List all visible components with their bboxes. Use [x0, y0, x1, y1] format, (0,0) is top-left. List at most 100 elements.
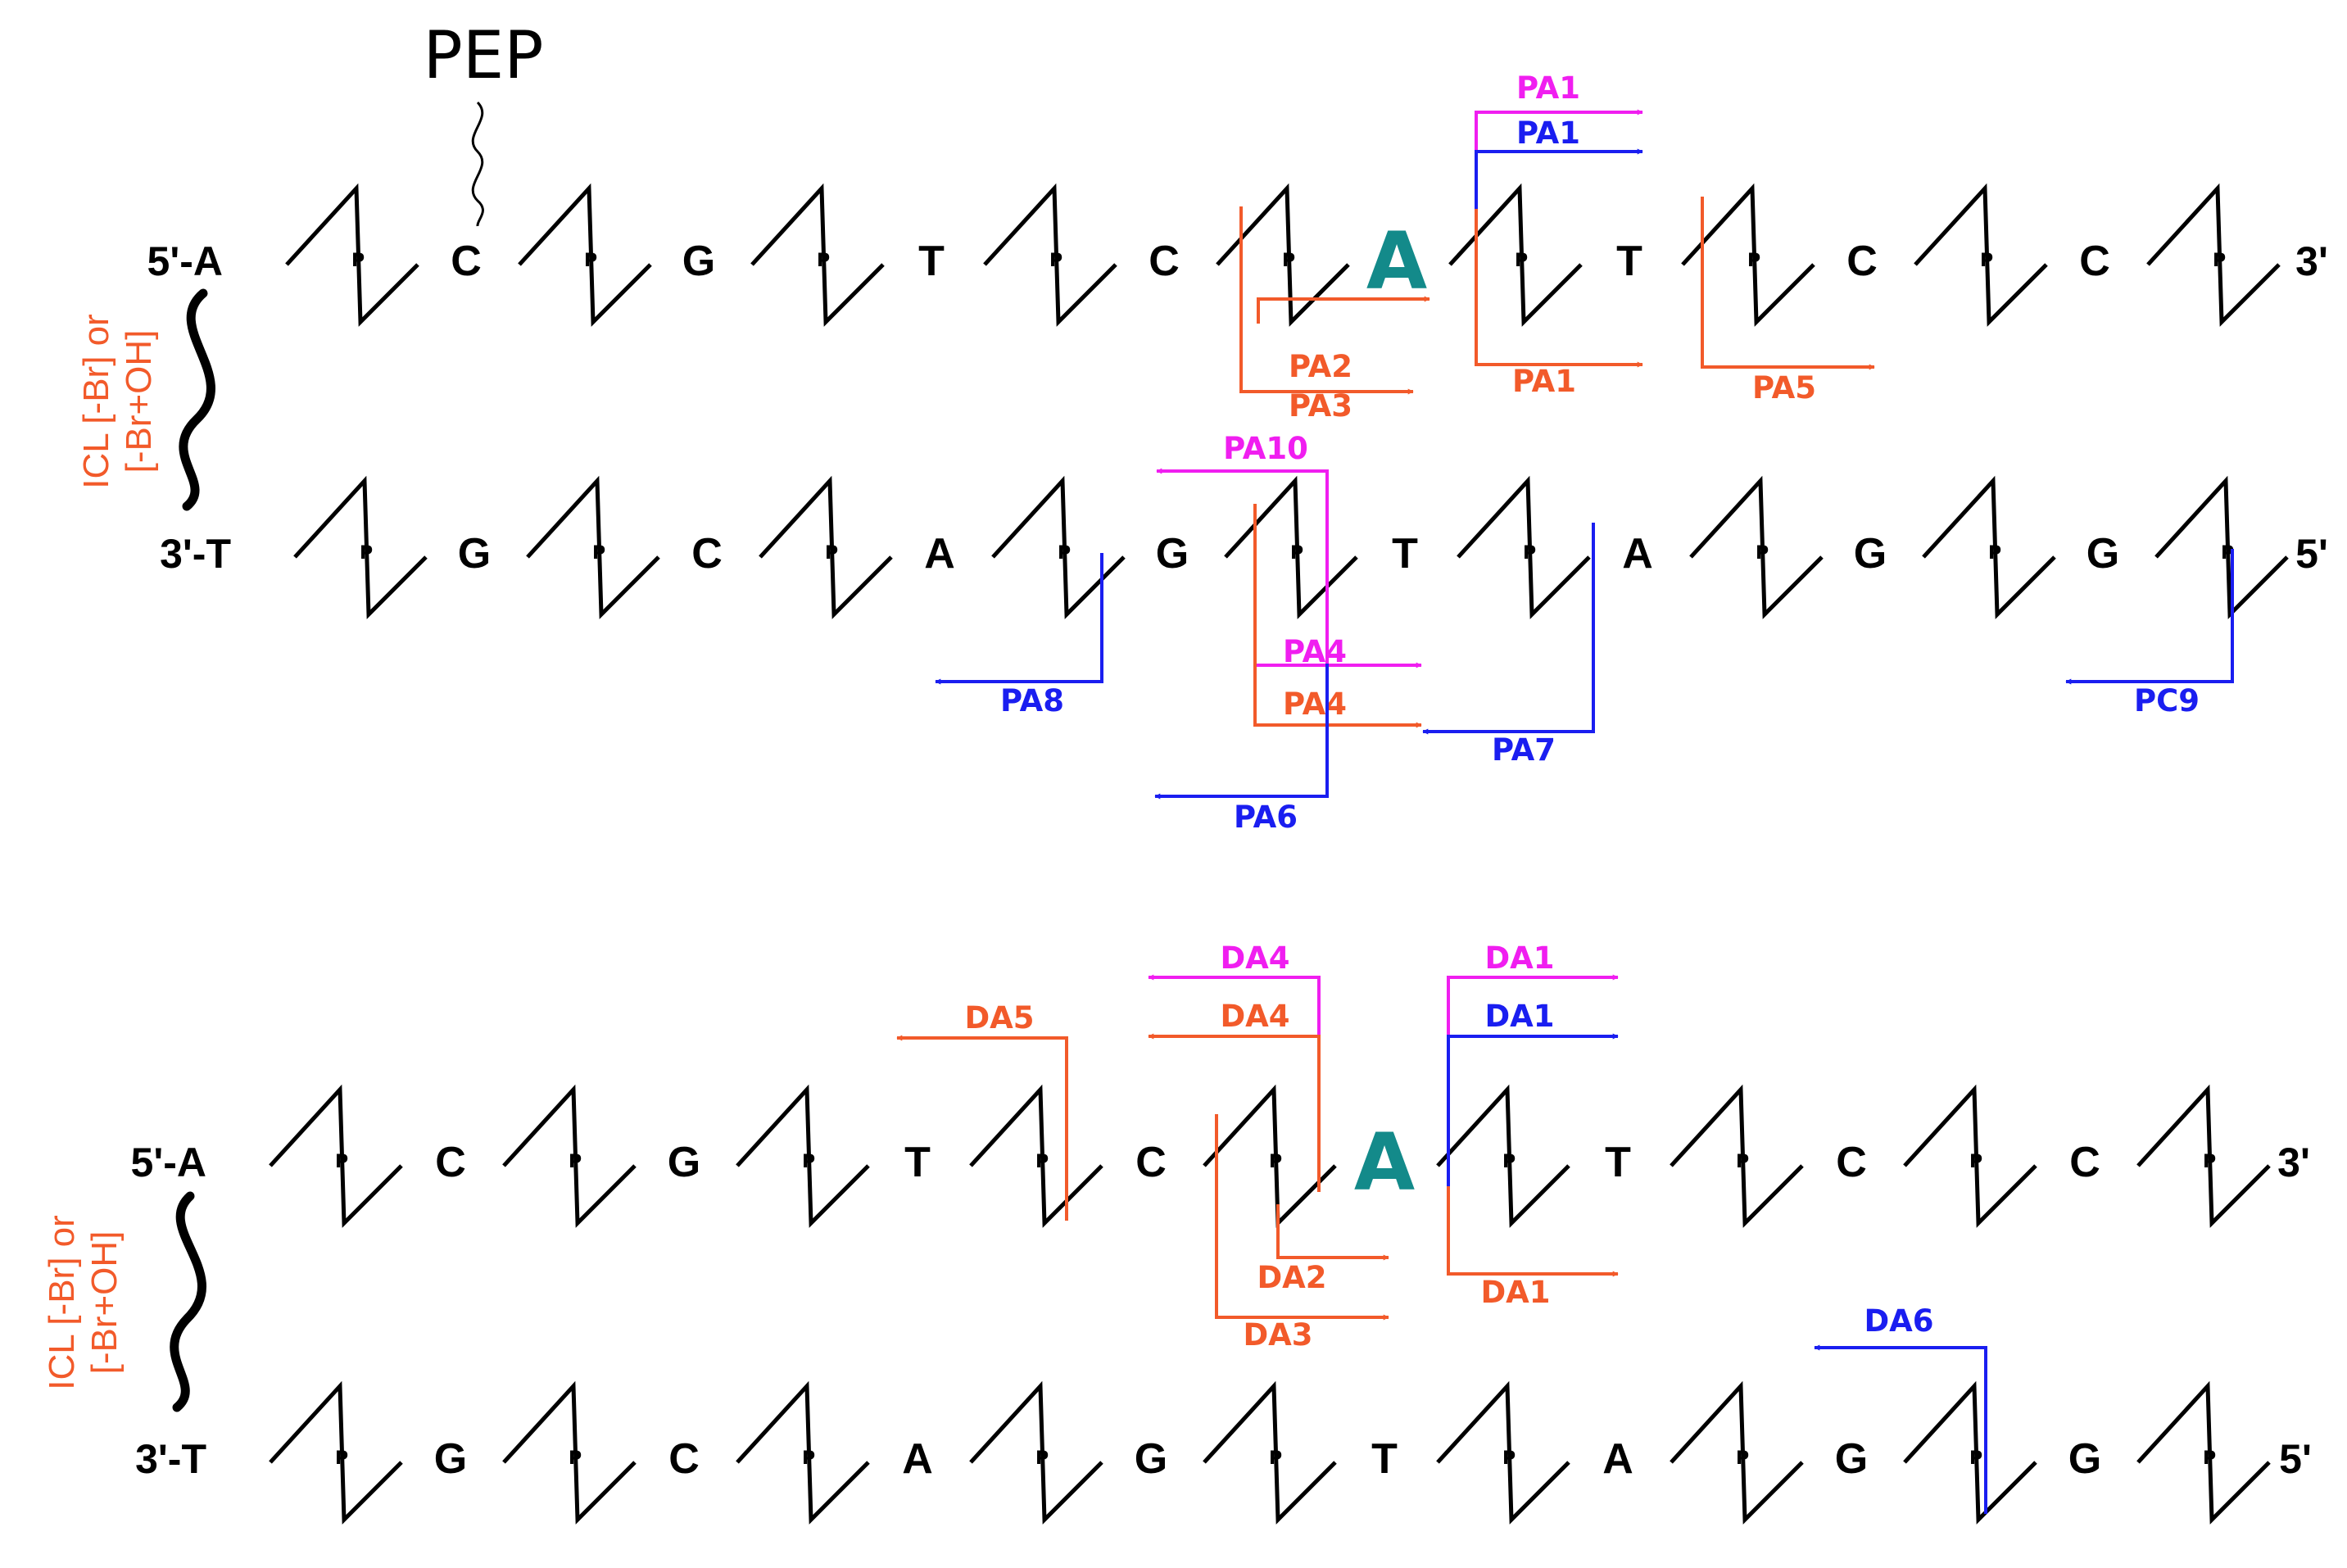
phosphate-label: P [1736, 1152, 1749, 1172]
nucleotide-base: G [434, 1435, 467, 1483]
nucleotide-base: T [1616, 238, 1642, 285]
nucleotide-base: T [1371, 1435, 1398, 1483]
primer-pa6-blue: PA6 [1154, 664, 1329, 835]
phosphate-linkage [285, 183, 419, 327]
nucleotide-base: G [2068, 1435, 2101, 1483]
phosphate-linkage [1203, 1084, 1337, 1228]
phosphate-label: P [1736, 1448, 1749, 1469]
phosphate-linkage [2154, 475, 2289, 619]
phosphate-linkage [1203, 1380, 1337, 1525]
phosphate-linkage [502, 1380, 637, 1525]
primer-label: PA1 [1512, 364, 1576, 399]
phosphate-linkage [526, 475, 660, 619]
primer-da4-orange: DA4 [1148, 999, 1321, 1192]
primer-label: DA4 [1220, 940, 1289, 976]
phosphate-linkage [502, 1084, 637, 1228]
phosphate-linkage [1670, 1084, 1804, 1228]
phosphate-linkage [2146, 183, 2281, 327]
strand-end-label: 3' [2277, 1140, 2310, 1185]
icl-crosslink-top [179, 288, 215, 511]
phosphate-label: P [351, 251, 365, 271]
phosphate-label: P [1756, 543, 1769, 564]
phosphate-linkage [1903, 1380, 2037, 1525]
nucleotide-base: A [1622, 530, 1653, 578]
phosphate-linkage [1670, 1380, 1804, 1525]
strand-end-label: 3' [2295, 238, 2328, 284]
primer-da2-orange: DA2 [1257, 1204, 1389, 1295]
phosphate-label: P [1502, 1152, 1516, 1172]
primer-label: PA8 [1000, 683, 1064, 718]
primer-label: PA1 [1516, 116, 1580, 151]
phosphate-linkage [750, 183, 885, 327]
primer-da1-blue: DA1 [1447, 999, 1619, 1186]
phosphate-linkage [1903, 1084, 2037, 1228]
icl-label-line1: ICL [-Br] or [42, 1215, 82, 1390]
nucleotide-base: C [451, 238, 482, 285]
phosphate-label: P [592, 543, 605, 564]
primer-pa4-orange: PA4 [1253, 504, 1422, 728]
strand-start-label: 5'-A [131, 1140, 206, 1185]
primer-label: PC9 [2134, 683, 2200, 718]
phosphate-label: P [802, 1152, 815, 1172]
nucleotide-base: T [1392, 530, 1418, 578]
phosphate-label: P [2203, 1448, 2216, 1469]
icl-label-line1: ICL [-Br] or [76, 314, 116, 489]
nucleotide-base: C [1836, 1139, 1867, 1186]
primer-pa2-orange: PA2 [1257, 296, 1430, 384]
primer-pa3-orange: PA3 [1239, 206, 1414, 424]
primer-extension-arrow [1154, 664, 1329, 800]
primer-extension-arrow [1701, 197, 1875, 370]
phosphate-label: P [1035, 1152, 1049, 1172]
phosphate-linkage [991, 475, 1126, 619]
pep-linker-squiggle [471, 101, 484, 227]
primer-pa1-blue: PA1 [1475, 116, 1643, 209]
phosphate-label: P [817, 251, 830, 271]
primer-pa1-orange: PA1 [1475, 209, 1643, 399]
phosphate-label: P [1747, 251, 1760, 271]
phosphate-label: P [335, 1152, 348, 1172]
primer-label: DA4 [1220, 999, 1289, 1034]
nucleotide-base: C [2069, 1139, 2100, 1186]
phosphate-label: P [1290, 543, 1303, 564]
primer-pa10-magenta: PA10 [1156, 431, 1329, 664]
primer-label: DA1 [1484, 940, 1554, 976]
nucleotide-base: G [1156, 530, 1189, 578]
primer-label: PA5 [1752, 370, 1816, 406]
phosphate-linkage [1922, 475, 2056, 619]
primer-extension-arrow [1447, 1033, 1619, 1186]
strand-start-label: 3'-T [135, 1436, 206, 1482]
phosphate-label: P [569, 1152, 582, 1172]
phosphate-linkage [1436, 1084, 1570, 1228]
primer-label: PA4 [1283, 634, 1347, 669]
primer-label: DA1 [1484, 999, 1554, 1034]
nucleotide-base: G [682, 238, 715, 285]
nucleotide-base: C [1846, 238, 1878, 285]
nucleotide-base: G [2086, 530, 2119, 578]
primer-label: PA2 [1289, 349, 1352, 384]
phosphate-linkage [269, 1084, 403, 1228]
phosphate-label: P [1515, 251, 1528, 271]
icl-label-line2: [-Br+OH] [119, 330, 159, 474]
primer-da1-orange: DA1 [1447, 1186, 1619, 1310]
strand-start-label: 5'-A [147, 238, 223, 284]
primer-extension-arrow [1276, 1204, 1389, 1261]
phosphate-label: P [1282, 251, 1295, 271]
nucleotide-base: G [1835, 1435, 1868, 1483]
primer-da4-magenta: DA4 [1148, 940, 1321, 1192]
primer-extension-arrow [1422, 523, 1595, 735]
phosphate-linkage [983, 183, 1117, 327]
primer-da3-orange: DA3 [1215, 1114, 1389, 1353]
nucleotide-base: T [918, 238, 945, 285]
phosphate-label: P [1988, 543, 2001, 564]
primer-da5-orange: DA5 [896, 1000, 1068, 1221]
phosphate-label: P [1269, 1152, 1282, 1172]
icl-label-top: ICL [-Br] or [-Br+OH] [76, 314, 159, 489]
primer-pa4-magenta: PA4 [1253, 504, 1422, 669]
phosphate-linkage [736, 1084, 870, 1228]
phosphate-label: P [1969, 1152, 1982, 1172]
primer-extension-arrow [1215, 1114, 1389, 1321]
